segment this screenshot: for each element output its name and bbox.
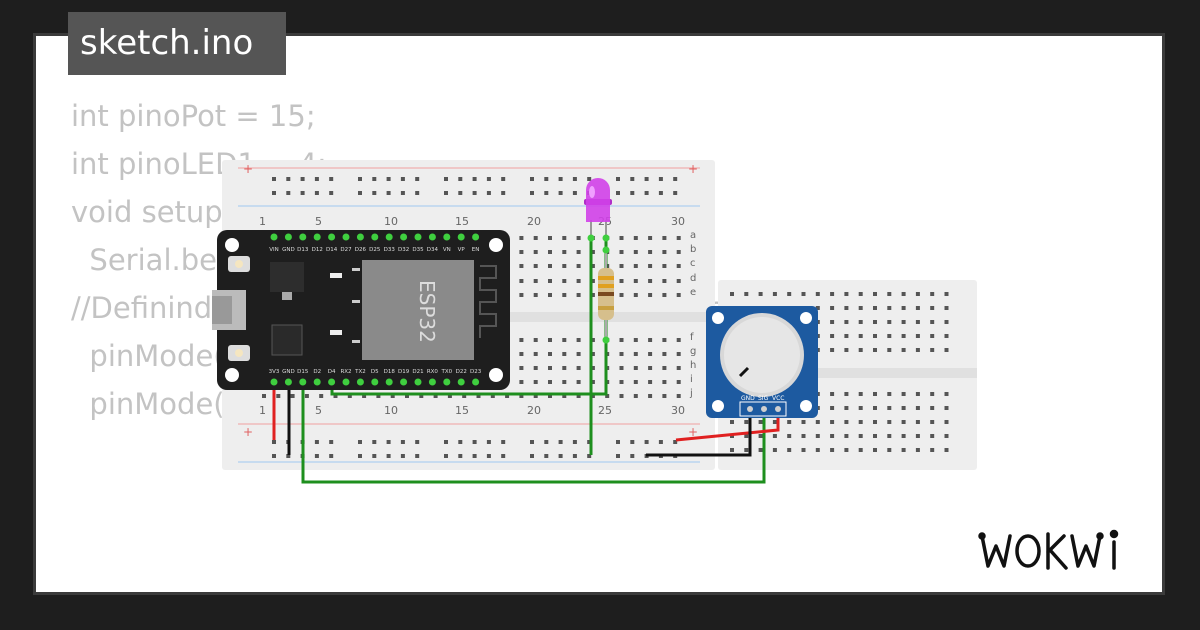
row-letter: g [690,346,696,357]
pin-label: D34 [427,247,439,253]
pin-label: D25 [369,247,381,253]
pin-label: D21 [412,369,423,375]
pin-label: VIN [269,247,279,253]
row-letter: c [690,258,696,269]
pin-label: D15 [297,369,309,375]
potentiometer[interactable]: GND SIG VCC [706,306,818,418]
pin-label: VN [443,247,451,253]
pin-label: D19 [398,369,410,375]
column-number: 5 [315,215,322,228]
pin-label: RX2 [340,369,351,375]
row-letter: d [690,273,696,284]
wire-green [301,382,766,484]
row-letter: e [690,287,696,298]
column-number: 10 [384,215,398,228]
column-number: 25 [598,404,612,417]
pot-pin-label: GND [741,395,755,402]
column-number: 30 [671,215,685,228]
row-letter: a [690,230,696,241]
column-number: 1 [259,215,266,228]
column-number: 10 [384,404,398,417]
pin-label: GND [282,369,295,375]
pin-label: VP [458,247,466,253]
pin-label: D14 [326,247,338,253]
pin-label: D18 [384,369,396,375]
pin-label: TX0 [440,369,452,375]
code-line: int pinoPot = 15; [71,99,316,133]
rail-plus-label: + [688,425,698,439]
column-number: 20 [527,404,541,417]
pin-label: D13 [297,247,309,253]
column-number: 15 [455,215,469,228]
pin-label: RX0 [427,369,439,375]
pin-label: D22 [456,369,467,375]
pin-label: 3V3 [269,369,280,375]
row-letter: h [690,360,696,371]
column-number: 20 [527,215,541,228]
pot-pin-label: VCC [772,395,784,402]
pin-label: D23 [470,369,482,375]
file-tab[interactable]: sketch.ino [68,12,286,75]
rail-plus-label: + [243,162,253,176]
column-number: 30 [671,404,685,417]
pin-label: EN [472,247,480,253]
column-number: 1 [259,404,266,417]
pin-label: GND [282,247,295,253]
row-letter: i [690,374,693,385]
pin-label: D12 [312,247,323,253]
resistor[interactable] [598,250,614,340]
pin-label: D4 [328,369,336,375]
rail-plus-label: + [243,425,253,439]
pot-pin-label: SIG [758,395,769,402]
pin-label: D33 [384,247,396,253]
column-number: 15 [455,404,469,417]
pin-label: D32 [398,247,409,253]
wokwi-logo [978,529,1119,570]
column-number: 5 [315,404,322,417]
rail-plus-label: + [688,162,698,176]
pin-label: D27 [340,247,352,253]
pin-label: TX2 [354,369,366,375]
row-letter: j [689,388,693,399]
led[interactable] [584,178,612,238]
pin-label: D35 [412,247,424,253]
row-letter: f [690,332,694,343]
pin-label: D2 [313,369,321,375]
wire-black [646,410,752,457]
row-letter: b [690,244,696,255]
pin-label: D26 [355,247,367,253]
chip-label: ESP32 [415,280,439,343]
pin-label: D5 [371,369,379,375]
